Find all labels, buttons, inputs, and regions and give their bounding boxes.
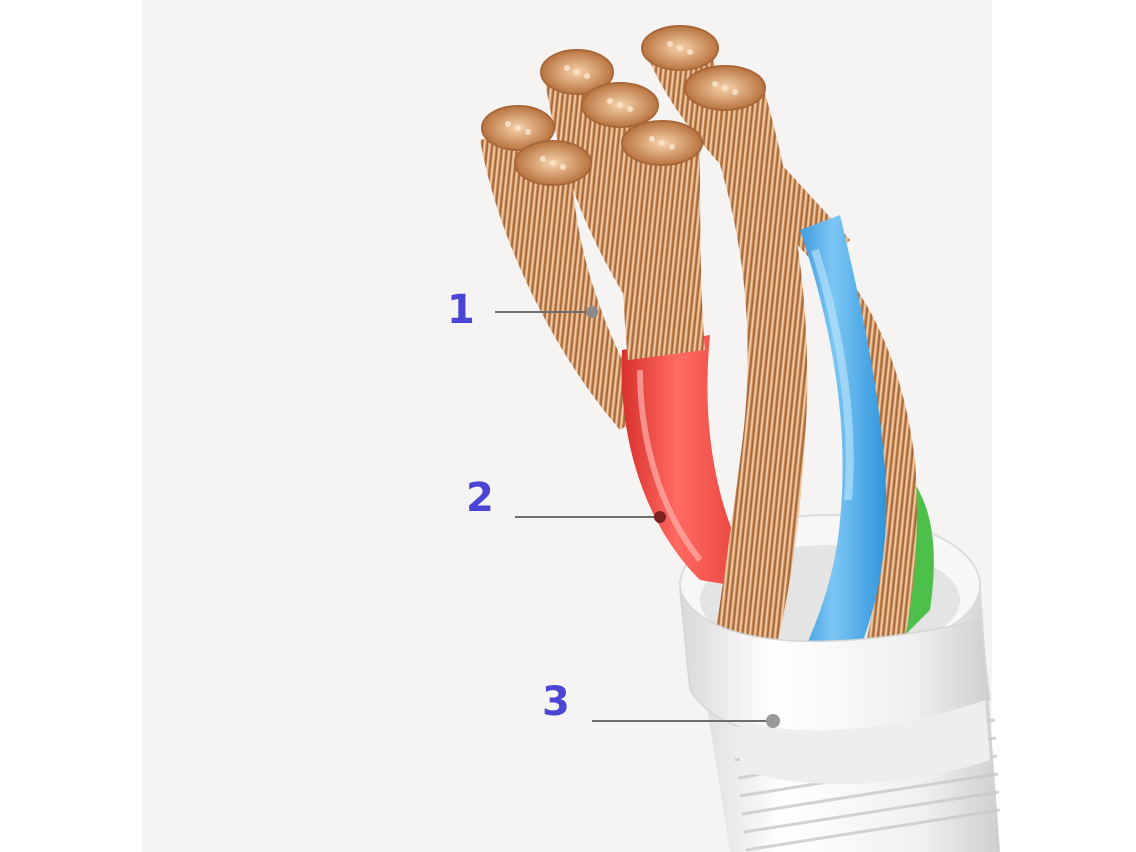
marker-dot-1 — [586, 306, 598, 318]
callout-1: 1 — [447, 287, 598, 333]
callout-label-2: 2 — [466, 475, 494, 521]
strand-end-caps — [481, 25, 766, 186]
blue-wire-insulation — [790, 215, 887, 680]
jacket-rim — [679, 589, 991, 784]
callout-label-1: 1 — [447, 287, 475, 333]
callout-2: 2 — [466, 475, 666, 523]
marker-dot-2 — [654, 511, 666, 523]
callout-3: 3 — [542, 679, 780, 728]
copper-strand-front — [622, 75, 917, 670]
callout-label-3: 3 — [542, 679, 570, 725]
red-wire-insulation — [621, 335, 760, 590]
marker-dot-3 — [766, 714, 780, 728]
